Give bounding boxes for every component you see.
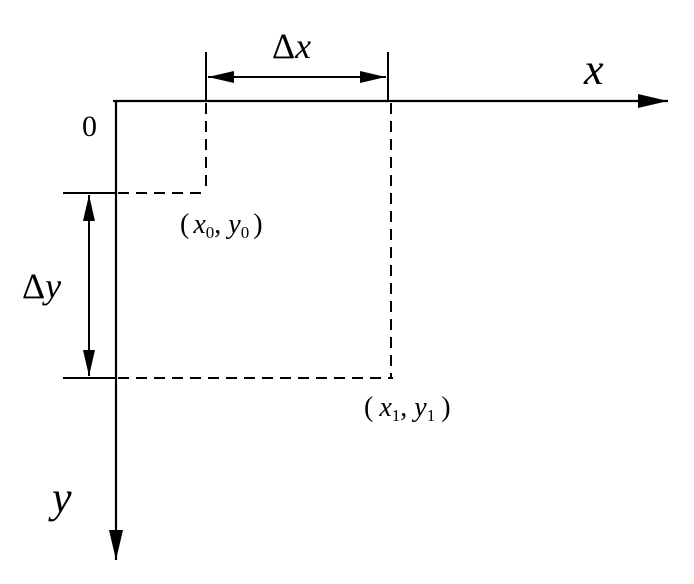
point0-label: (x0, y0) <box>180 209 263 242</box>
delta-y-symbol: Δ <box>22 266 45 306</box>
delta-x-label: Δx <box>272 26 311 66</box>
delta-y-var: y <box>42 266 61 306</box>
point1-y-sub: 1 <box>427 406 436 425</box>
point0-y-var: y <box>225 209 241 240</box>
point1-close-paren: ) <box>441 392 450 423</box>
point0-close-paren: ) <box>253 209 262 240</box>
point0-y-sub: 0 <box>241 223 250 242</box>
point1-y-var: y <box>411 392 427 423</box>
point1-separator: , <box>400 392 414 423</box>
point0-x-sub: 0 <box>206 223 215 242</box>
point1-open-paren: ( <box>364 392 373 423</box>
point0-separator: , <box>214 209 228 240</box>
x-axis-label: x <box>583 45 604 94</box>
delta-x-var: x <box>294 26 311 66</box>
origin-label: 0 <box>82 110 97 143</box>
delta-x-symbol: Δ <box>272 26 295 66</box>
point0-x-var: x <box>192 209 206 240</box>
delta-y-label: Δy <box>22 266 61 306</box>
point1-x-var: x <box>378 392 392 423</box>
point1-label: (x1, y1) <box>364 392 451 425</box>
y-axis-label: y <box>48 473 72 522</box>
point0-open-paren: ( <box>180 209 189 240</box>
point1-x-sub: 1 <box>392 406 401 425</box>
